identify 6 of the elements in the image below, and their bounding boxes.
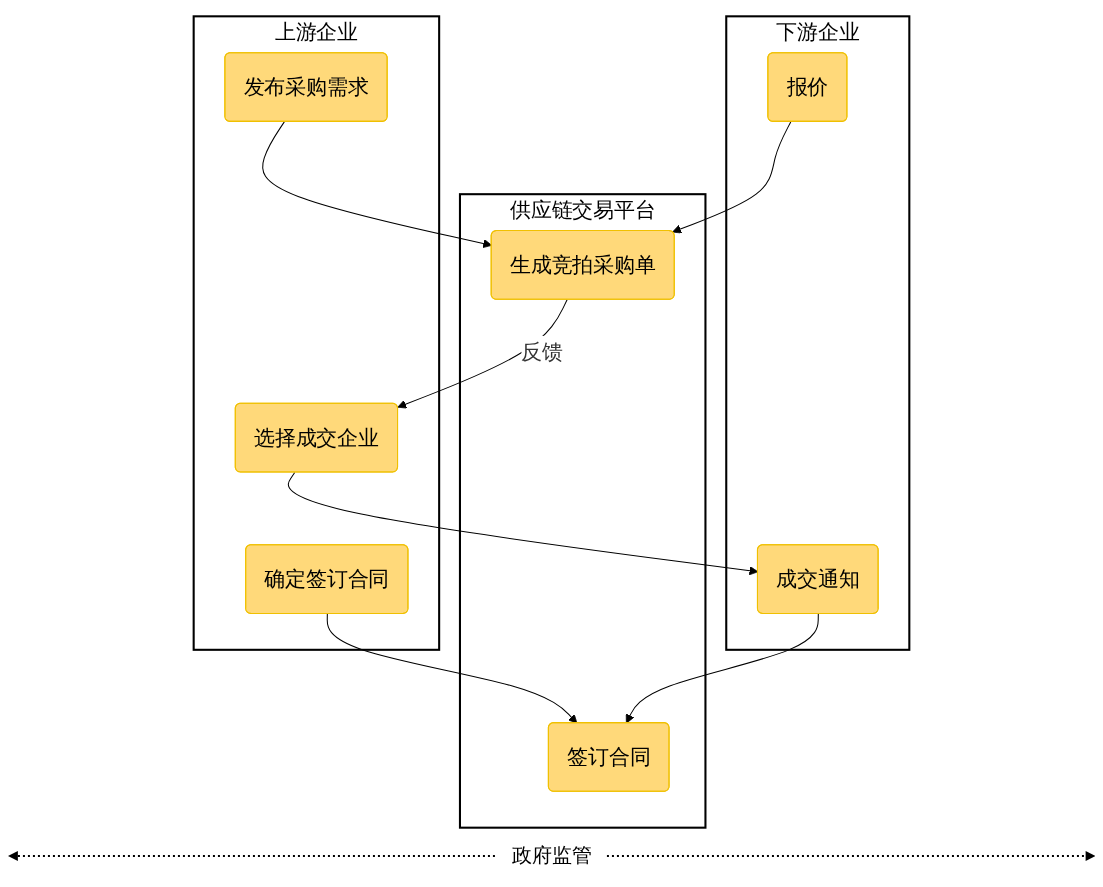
arrow: [326, 613, 578, 724]
note-text: 政府监管: [511, 842, 592, 869]
arrow: [397, 299, 568, 409]
arrow: [625, 613, 819, 724]
arrow: [672, 121, 792, 234]
edge-label: 反馈: [521, 338, 563, 364]
